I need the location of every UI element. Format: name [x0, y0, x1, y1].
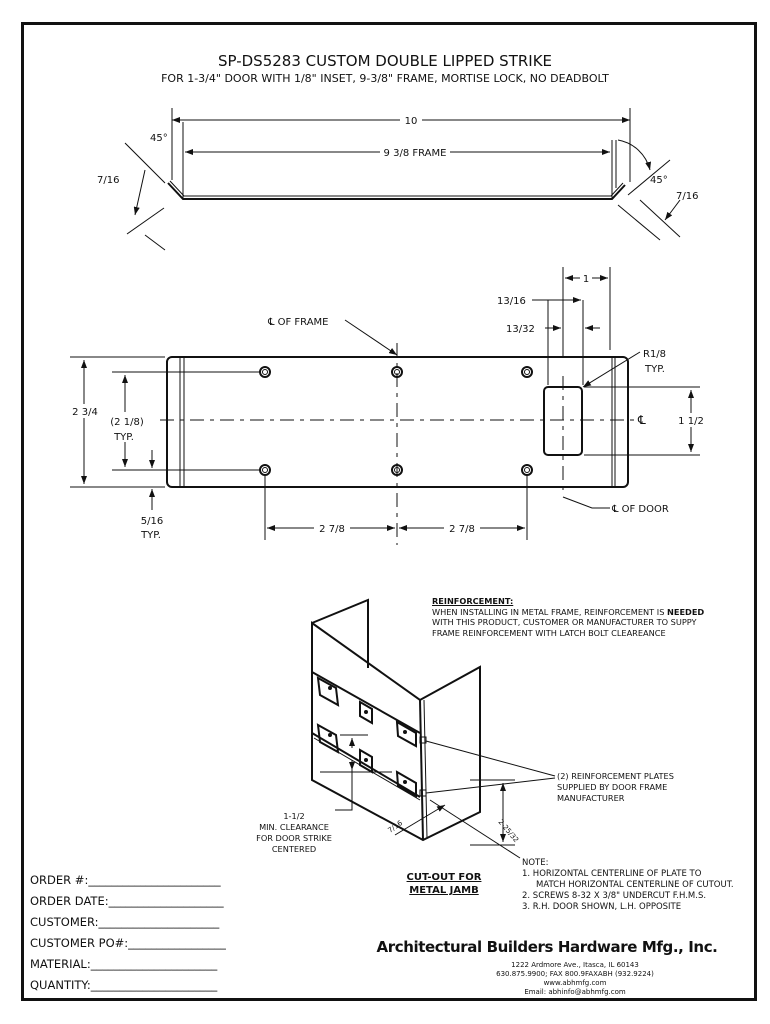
dim-frame: 9 3/8 FRAME [384, 148, 447, 159]
company-phone: 630.875.9900; FAX 800.9FAXABH (932.9224) [496, 970, 654, 978]
clearance-3: FOR DOOR STRIKE [256, 833, 332, 843]
company-name: Architectural Builders Hardware Mfg., In… [376, 938, 718, 956]
dim-height: 2 3/4 [72, 407, 98, 418]
note-3: 3. R.H. DOOR SHOWN, L.H. OPPOSITE [522, 902, 682, 912]
reinforcement-line1: WHEN INSTALLING IN METAL FRAME, REINFORC… [432, 606, 667, 617]
cutout-label: CUT-OUT FOR METAL JAMB [394, 871, 494, 897]
dim-13-16: 13/16 [497, 296, 526, 307]
notes: NOTE: 1. HORIZONTAL CENTERLINE OF PLATE … [522, 858, 734, 913]
lip-right: 7/16 [676, 191, 698, 202]
company-email: Email: abhinfo@abhmfg.com [524, 988, 626, 996]
dim-spacing-right: 2 7/8 [449, 524, 475, 535]
radius-label: R1/8 [643, 349, 666, 360]
dim-overall: 10 [405, 116, 418, 127]
dim-iso-height: 2-25/32 [496, 818, 520, 844]
dim-edge: 5/16 [141, 516, 163, 527]
quantity-field: QUANTITY:______________________ [30, 978, 218, 992]
customer-po-field: CUSTOMER PO#:_________________ [30, 936, 226, 950]
note-2: 2. SCREWS 8-32 X 3/8" UNDERCUT F.H.M.S. [522, 891, 707, 901]
order-date-field: ORDER DATE:____________________ [30, 894, 224, 908]
reinforcement-note: REINFORCEMENT: WHEN INSTALLING IN METAL … [432, 596, 704, 638]
drawing-title: SP-DS5283 CUSTOM DOUBLE LIPPED STRIKE [217, 52, 553, 70]
reinforcement-needed: NEEDED [667, 606, 705, 617]
material-field: MATERIAL:______________________ [30, 957, 218, 971]
dim-hole-spacing: (2 1/8) [110, 417, 144, 428]
drawing-border [21, 22, 757, 1001]
plates-label-1: (2) REINFORCEMENT PLATES [557, 771, 674, 781]
company-website: www.abhmfg.com [543, 979, 607, 987]
note-1: 1. HORIZONTAL CENTERLINE OF PLATE TO [522, 869, 702, 879]
order-number-field: ORDER #:_______________________ [30, 873, 221, 887]
dim-13-32: 13/32 [506, 324, 535, 335]
cutout-line1: CUT-OUT FOR [406, 872, 482, 883]
plates-label-2: SUPPLIED BY DOOR FRAME [557, 782, 667, 792]
clearance-2: MIN. CLEARANCE [259, 822, 329, 832]
strike-profile [167, 182, 626, 200]
dim-hole-spacing-typ: TYP. [113, 432, 134, 443]
company-address: 1222 Ardmore Ave., Itasca, IL 60143 [511, 961, 639, 969]
note-1-cont: MATCH HORIZONTAL CENTERLINE OF CUTOUT. [536, 880, 734, 890]
dim-slot-height: 1 1/2 [678, 416, 704, 427]
isometric-cutout-view [311, 598, 556, 859]
reinforcement-plates [316, 676, 417, 798]
order-form: ORDER #:_______________________ ORDER DA… [30, 870, 226, 996]
reinforcement-line2: WITH THIS PRODUCT, CUSTOMER OR MANUFACTU… [432, 617, 697, 627]
plates-label-3: MANUFACTURER [557, 793, 625, 803]
lip-left: 7/16 [97, 175, 119, 186]
top-section-view [124, 108, 681, 251]
drawing-subtitle: FOR 1-3/4" DOOR WITH 1/8" INSET, 9-3/8" … [161, 72, 609, 85]
company-contact: 1222 Ardmore Ave., Itasca, IL 60143 630.… [400, 961, 750, 997]
clearance-1: 1-1/2 [283, 811, 304, 821]
dim-1: 1 [583, 274, 589, 285]
cutout-line2: METAL JAMB [409, 885, 479, 896]
angle-left: 45° [150, 133, 168, 144]
reinforcement-heading: REINFORCEMENT: [432, 596, 514, 606]
centerline-door-label: ℄ OF DOOR [611, 504, 669, 515]
reinforcement-line3: FRAME REINFORCEMENT WITH LATCH BOLT CLEA… [432, 627, 666, 638]
centerline-symbol: ℄ [637, 413, 646, 427]
centerline-frame-label: ℄ OF FRAME [267, 317, 328, 328]
notes-heading: NOTE: [522, 858, 549, 868]
customer-field: CUSTOMER:_____________________ [30, 915, 220, 929]
dim-edge-typ: TYP. [140, 530, 161, 541]
clearance-4: CENTERED [272, 844, 316, 854]
plan-view [68, 267, 706, 545]
dim-spacing-left: 2 7/8 [319, 524, 345, 535]
angle-right: 45° [650, 175, 668, 186]
screw-holes [259, 366, 533, 476]
radius-typ: TYP. [644, 364, 665, 375]
